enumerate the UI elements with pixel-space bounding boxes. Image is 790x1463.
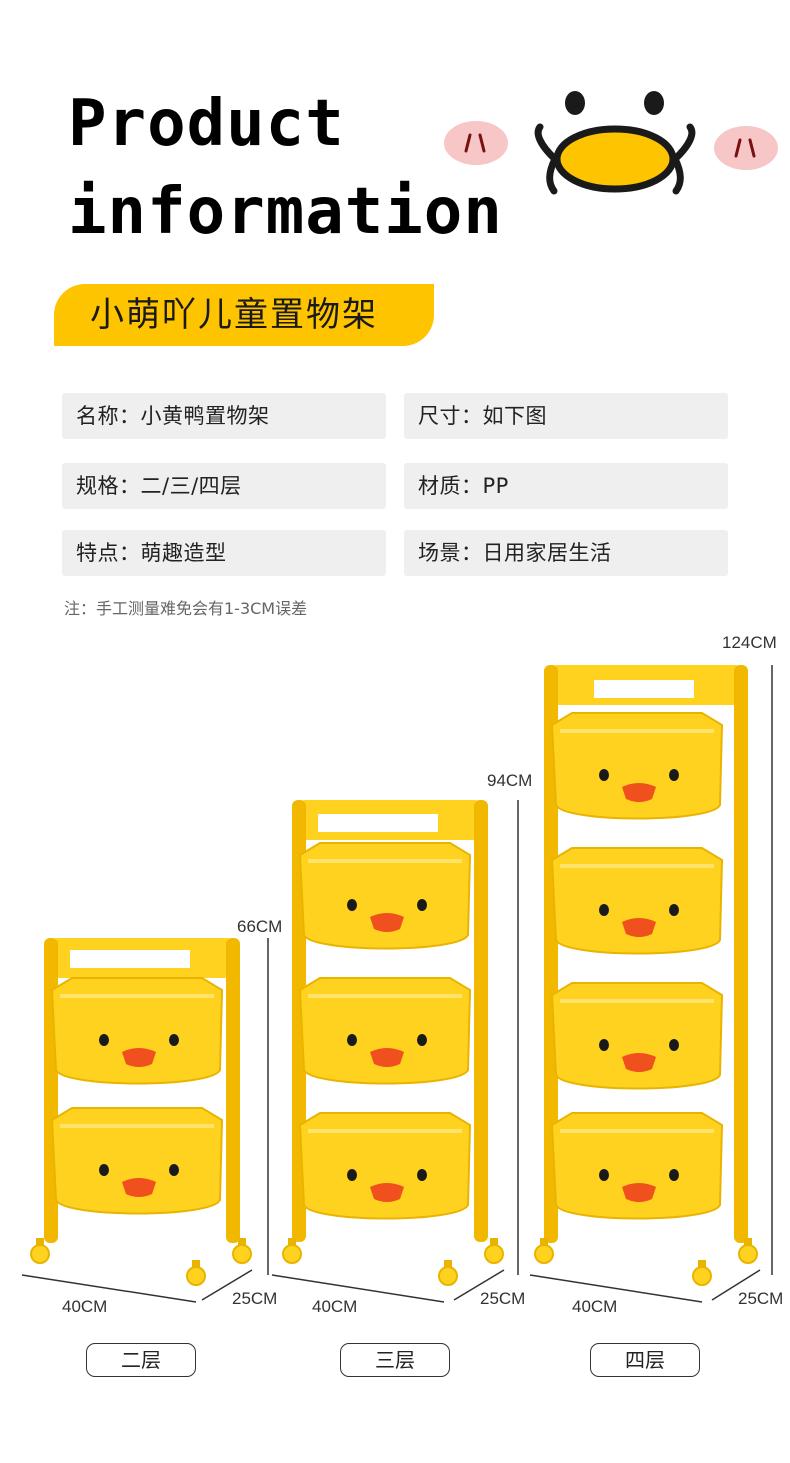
shelf-2-width: 40CM — [62, 1297, 107, 1316]
shelf-2-height: 66CM — [237, 917, 282, 936]
spec-feature: 特点：萌趣造型 — [62, 530, 386, 576]
shelf-3-height: 94CM — [487, 771, 532, 790]
shelf-4-tier-drawing — [534, 665, 758, 1286]
spec-size: 尺寸：如下图 — [404, 393, 728, 439]
tier-label-three: 三层 — [340, 1343, 450, 1377]
shelf-3-tier-drawing — [282, 800, 504, 1286]
spec-name: 名称：小黄鸭置物架 — [62, 393, 386, 439]
title-banner — [54, 284, 434, 346]
shelf-4-height: 124CM — [722, 633, 777, 652]
spec-scene: 场景：日用家居生活 — [404, 530, 728, 576]
banner-title: 小萌吖儿童置物架 — [90, 295, 378, 335]
heading-line-1: Product — [68, 87, 345, 161]
shelf-2-depth: 25CM — [232, 1289, 277, 1308]
spec-material: 材质：PP — [404, 463, 728, 509]
tier-label-four: 四层 — [590, 1343, 700, 1377]
shelf-2-tier-drawing — [30, 938, 252, 1286]
spec-tiers: 规格：二/三/四层 — [62, 463, 386, 509]
tier-label-two: 二层 — [86, 1343, 196, 1377]
measurement-note: 注：手工测量难免会有1-3CM误差 — [64, 599, 308, 618]
shelf-4-width: 40CM — [572, 1297, 617, 1316]
duck-face-icon — [444, 91, 778, 195]
shelf-3-depth: 25CM — [480, 1289, 525, 1308]
shelf-4-depth: 25CM — [738, 1289, 783, 1308]
heading-line-2: information — [68, 175, 503, 249]
shelves-illustration: 66CM 40CM 25CM 94CM 40CM 25CM 124CM 40CM… — [21, 633, 783, 1316]
shelf-3-width: 40CM — [312, 1297, 357, 1316]
